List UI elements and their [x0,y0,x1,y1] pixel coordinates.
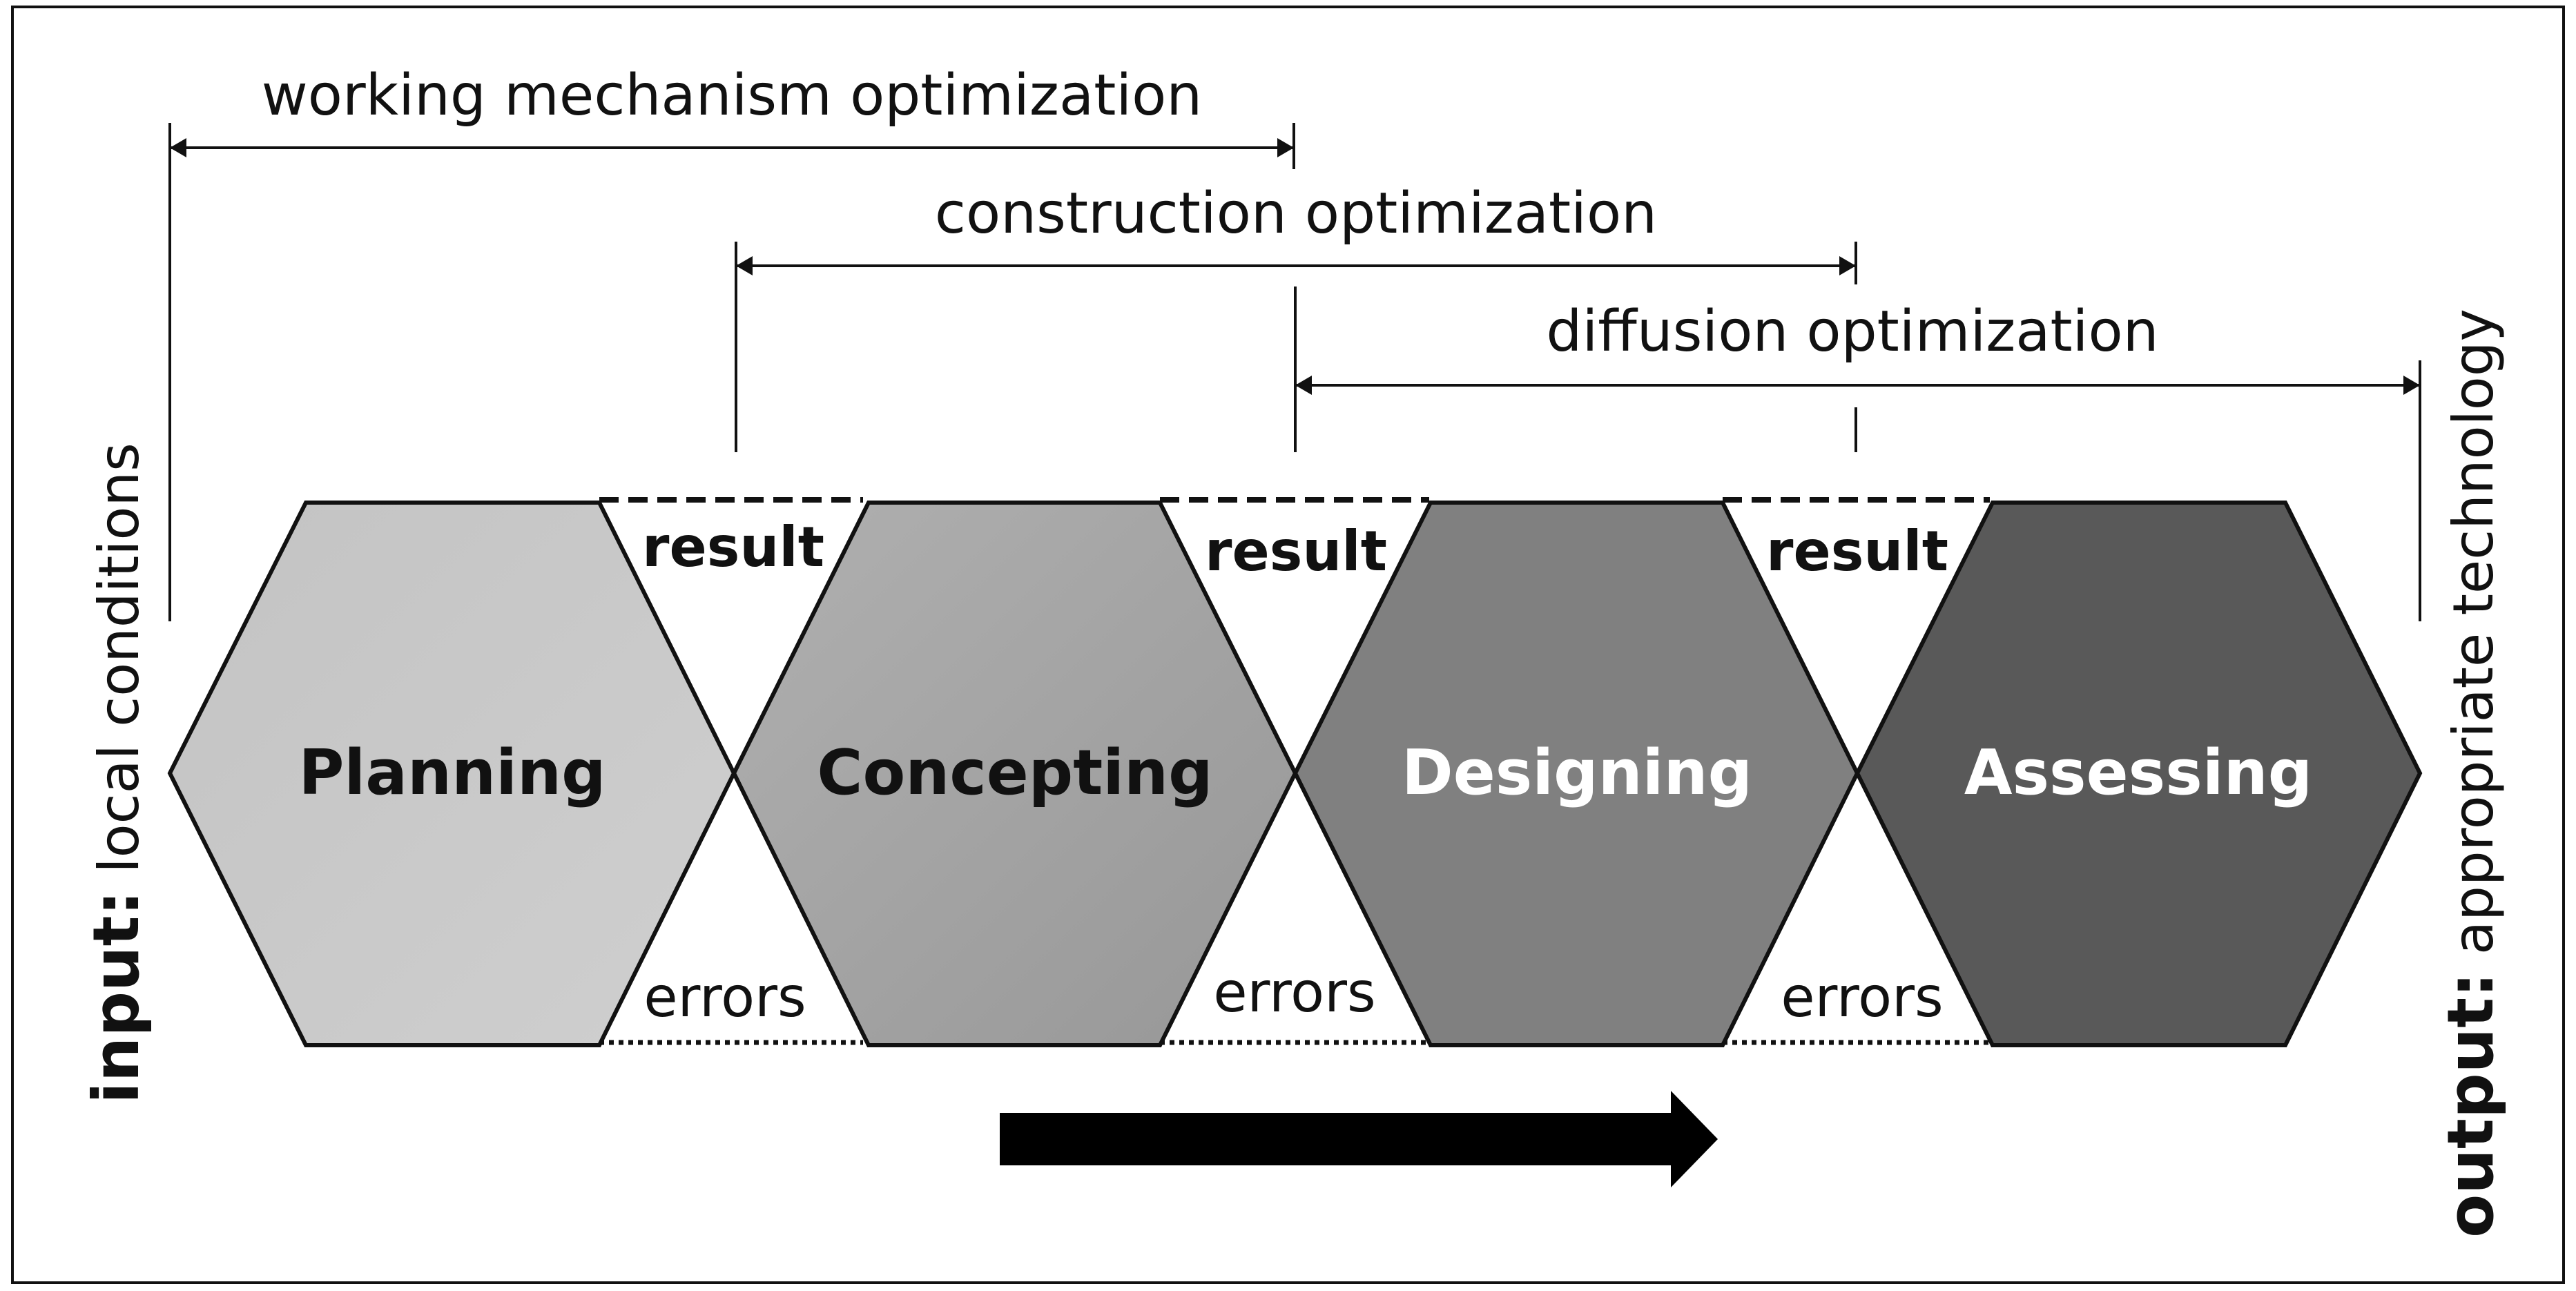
input-label-bold: input: [79,891,153,1104]
span-working-mechanism: working mechanism optimization [168,63,1295,621]
output-label-text: appropriate technology [2441,309,2506,955]
output-label: output: appropriate technology [2434,309,2508,1238]
connector-result-1: result [642,515,824,579]
output-label-bold: output: [2434,972,2508,1238]
direction-arrow-icon [1000,1091,1718,1187]
connector-result-3: result [1766,519,1948,583]
span-construction: construction optimization [735,181,1857,452]
phase-label-designing: Designing [1402,737,1752,809]
phase-label-concepting: Concepting [817,737,1212,809]
input-label-text: local conditions [87,443,151,873]
span-diffusion: diffusion optimization [1294,287,2421,621]
connector-errors-3: errors [1781,965,1943,1029]
connector-errors-1: errors [643,965,806,1029]
input-label: input: local conditions [79,443,153,1104]
phase-planning: Planning [167,501,737,1047]
span-label-diffusion: diffusion optimization [1546,299,2158,365]
phase-label-assessing: Assessing [1964,737,2312,809]
phase-concepting: Concepting [731,501,1298,1047]
connector-errors-2: errors [1213,960,1375,1025]
span-label-construction: construction optimization [935,181,1657,246]
span-label-working: working mechanism optimization [262,63,1203,128]
connector-lines [599,497,1990,1045]
phase-assessing: Assessing [1854,501,2423,1047]
phase-label-planning: Planning [298,737,606,809]
connector-result-2: result [1205,519,1387,583]
